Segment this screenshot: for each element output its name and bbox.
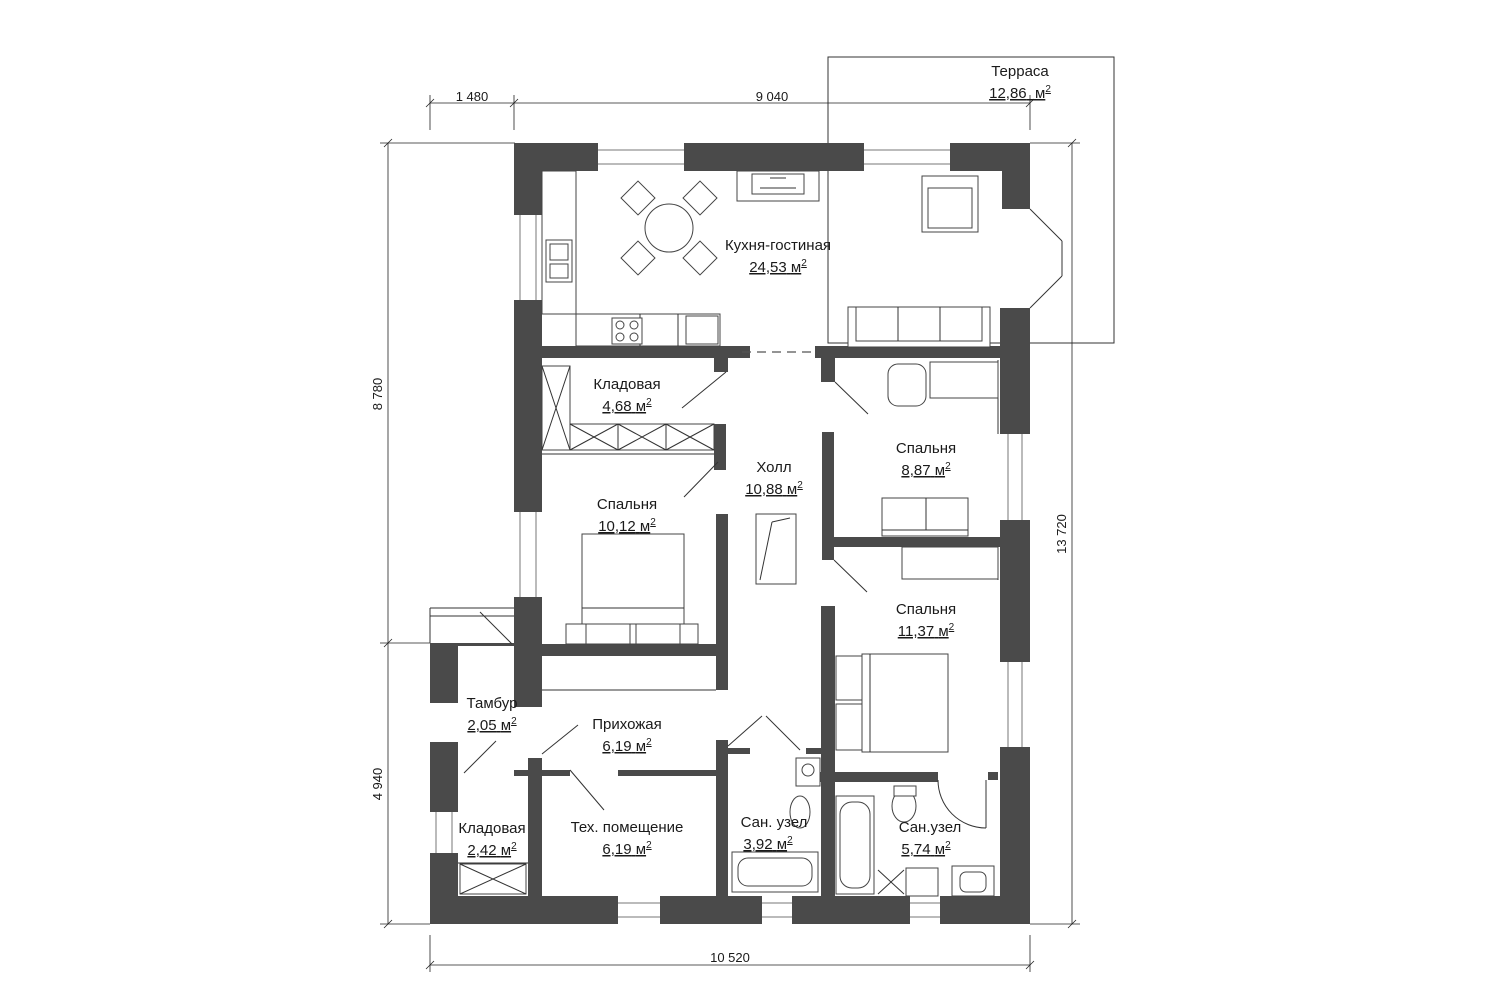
bath2-area: 5,74 м2 <box>901 840 951 858</box>
pantry1-area: 4,68 м2 <box>602 397 652 415</box>
vestibule-name: Тамбур <box>467 695 518 712</box>
bedroom3-furniture <box>835 653 949 753</box>
dim-left-lower: 4 940 <box>370 768 385 801</box>
bedroom2-area: 10,12 м2 <box>598 517 656 535</box>
bath2-name: Сан.узел <box>899 819 962 836</box>
bedroom2-name: Спальня <box>597 496 657 513</box>
bedroom3-name: Спальня <box>896 601 956 618</box>
bath2-fixtures <box>835 785 995 897</box>
bedroom1-name: Спальня <box>896 440 956 457</box>
bath1-name: Сан. узел <box>741 814 808 831</box>
terrace-name: Терраса <box>991 63 1049 80</box>
entry-name: Прихожая <box>592 716 662 733</box>
bedroom1-area: 8,87 м2 <box>901 461 951 479</box>
pantry2-name: Кладовая <box>458 820 525 837</box>
bedroom3-area: 11,37 м2 <box>898 622 955 640</box>
windows <box>435 149 1023 918</box>
dim-left-upper: 8 780 <box>370 378 385 411</box>
hall-furniture <box>755 513 797 585</box>
tech-area: 6,19 м2 <box>602 840 652 858</box>
pantry1-shelves <box>541 365 715 451</box>
bedroom1-furniture <box>881 361 999 580</box>
dim-top-main: 9 040 <box>756 89 789 104</box>
room-labels: Терраса 12,86 м2 Кухня-гостиная 24,53 м2… <box>458 63 1051 859</box>
vestibule-area: 2,05 м2 <box>467 716 517 734</box>
kitchen-furniture <box>541 170 991 348</box>
dimension-labels: 1 480 9 040 10 520 8 780 4 940 13 720 <box>370 89 1069 965</box>
bath1-fixtures <box>731 757 821 893</box>
dim-bottom: 10 520 <box>710 950 750 965</box>
kitchen-area: 24,53 м2 <box>749 258 807 276</box>
dim-right: 13 720 <box>1054 514 1069 554</box>
tech-name: Тех. помещение <box>571 819 684 836</box>
interior-walls <box>458 346 1000 896</box>
entry-area: 6,19 м2 <box>602 737 652 755</box>
pantry2-area: 2,42 м2 <box>467 841 517 859</box>
hall-name: Холл <box>756 459 791 476</box>
terrace-area: 12,86 м2 <box>989 84 1051 102</box>
hall-area: 10,88 м2 <box>745 480 803 498</box>
pantry2-shelves <box>459 863 527 895</box>
kitchen-name: Кухня-гостиная <box>725 237 831 254</box>
pantry1-name: Кладовая <box>593 376 660 393</box>
dim-top-left: 1 480 <box>456 89 489 104</box>
bedroom2-furniture <box>565 533 699 645</box>
exterior-walls <box>430 143 1030 924</box>
bath1-area: 3,92 м2 <box>743 835 793 853</box>
dimension-lines <box>380 95 1080 972</box>
doors <box>463 208 1063 829</box>
